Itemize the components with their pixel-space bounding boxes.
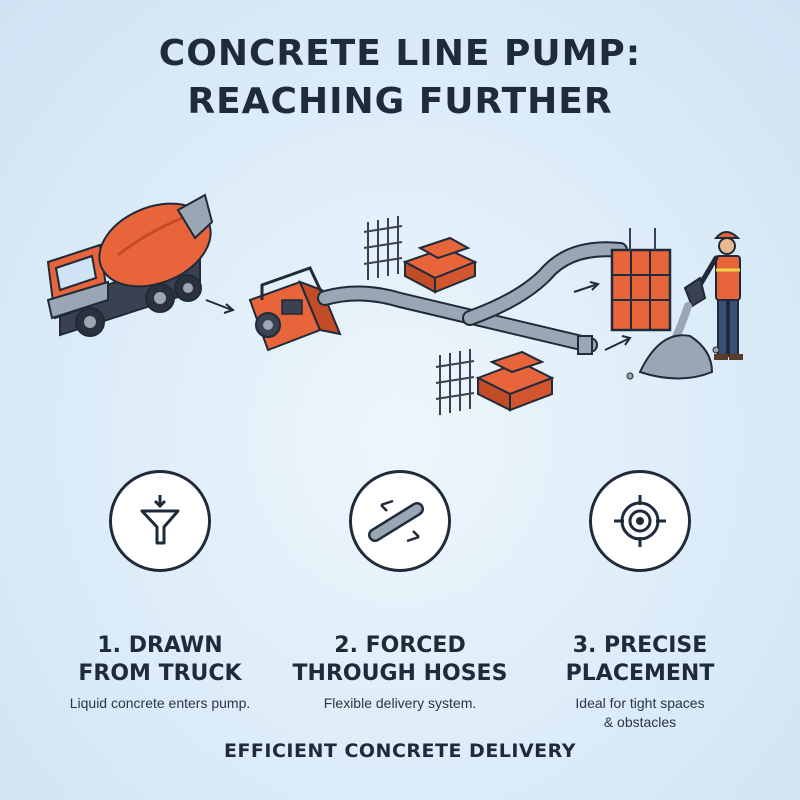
concrete-pile bbox=[626, 302, 720, 380]
step-1-title-line-1: 1. DRAWN bbox=[97, 633, 223, 658]
hose-flow-icon bbox=[349, 470, 451, 572]
title-line-1: CONCRETE LINE PUMP: bbox=[158, 33, 642, 74]
title-line-2: REACHING FURTHER bbox=[187, 81, 613, 122]
rebar-cage-back bbox=[363, 216, 403, 280]
step-3-description-line-1: Ideal for tight spaces bbox=[575, 695, 705, 711]
footer-tagline: EFFICIENT CONCRETE DELIVERY bbox=[223, 740, 577, 762]
brick-stack-front bbox=[475, 350, 555, 412]
delivery-hose bbox=[317, 241, 628, 355]
step-forced-through-hoses: 2. FORCED THROUGH HOSES Flexible deliver… bbox=[280, 470, 520, 713]
step-drawn-from-truck: 1. DRAWN FROM TRUCK Liquid concrete ente… bbox=[40, 470, 280, 713]
step-1-title-line-2: FROM TRUCK bbox=[78, 661, 242, 686]
step-1-description: Liquid concrete enters pump. bbox=[69, 695, 251, 711]
step-2-title-line-2: THROUGH HOSES bbox=[292, 661, 508, 686]
step-precise-placement: 3. PRECISE PLACEMENT Ideal for tight spa… bbox=[520, 470, 760, 732]
formwork bbox=[610, 228, 672, 332]
rebar-cage-front bbox=[435, 349, 475, 415]
concrete-mixer-truck bbox=[46, 193, 214, 337]
step-2-description: Flexible delivery system. bbox=[323, 695, 477, 711]
step-3-description: Ideal for tight spaces & obstacles bbox=[520, 694, 760, 732]
page-title: CONCRETE LINE PUMP: REACHING FURTHER bbox=[0, 30, 800, 126]
brick-stack-back bbox=[402, 236, 478, 294]
target-icon bbox=[589, 470, 691, 572]
step-3-description-line-2: & obstacles bbox=[603, 714, 677, 730]
step-3-title-line-2: PLACEMENT bbox=[565, 661, 715, 686]
line-pump bbox=[248, 266, 342, 352]
funnel-icon bbox=[109, 470, 211, 572]
pump-illustration bbox=[46, 193, 743, 415]
step-3-title-line-1: 3. PRECISE bbox=[572, 633, 708, 658]
step-2-title-line-1: 2. FORCED bbox=[334, 633, 466, 658]
construction-worker bbox=[683, 231, 743, 360]
